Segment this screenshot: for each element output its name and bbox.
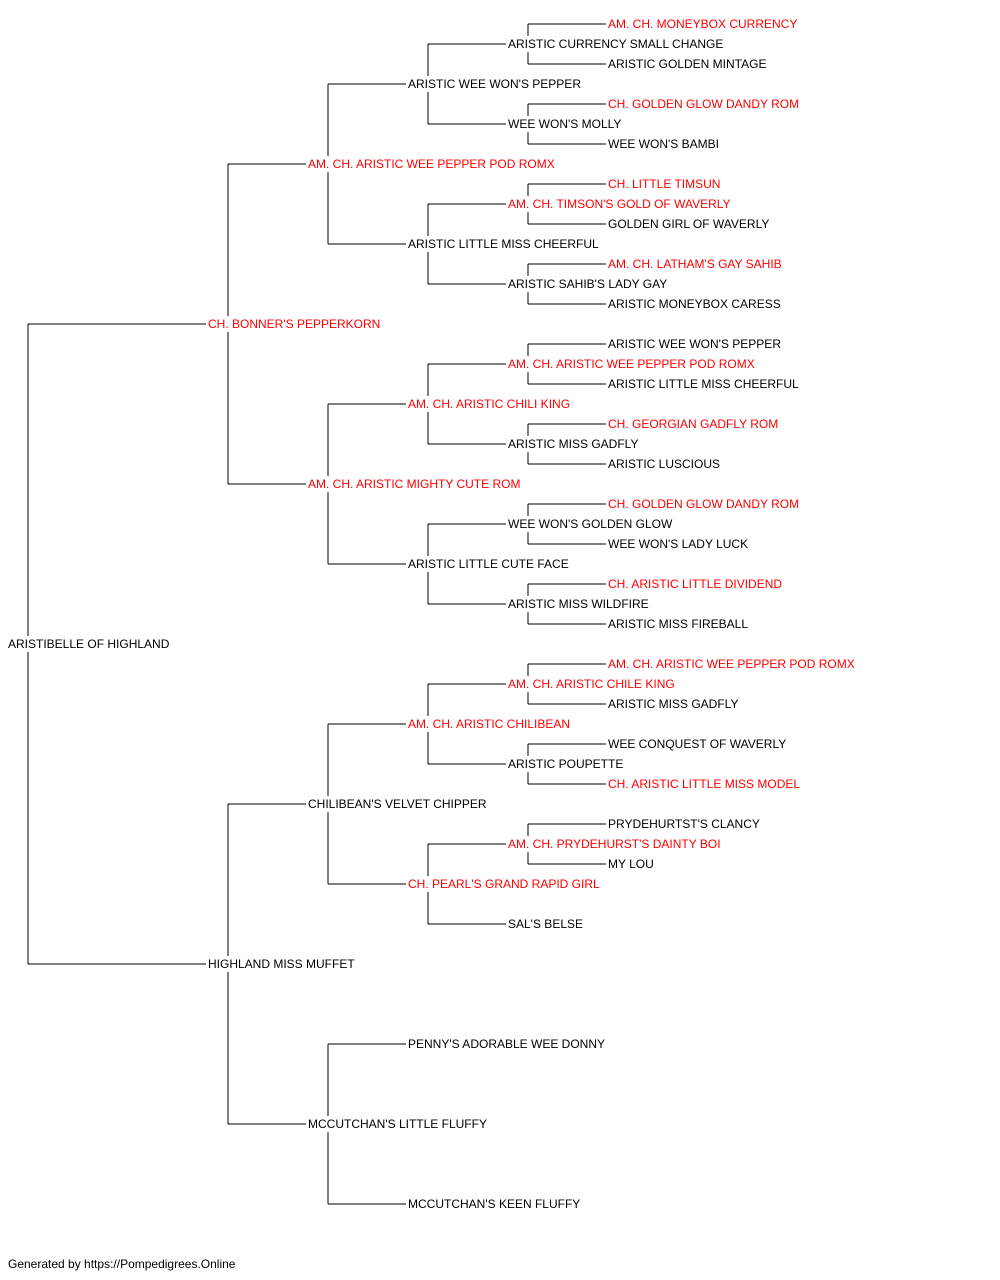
dog-name: ARISTIBELLE OF HIGHLAND [6,637,172,651]
dog-name: ARISTIC WEE WON'S PEPPER [606,337,783,351]
dog-name: AM. CH. ARISTIC CHILE KING [506,677,677,691]
dog-name: ARISTIC MISS FIREBALL [606,617,751,631]
dog-name: AM. CH. ARISTIC WEE PEPPER POD ROMX [306,157,557,171]
dog-name: WEE WON'S LADY LUCK [606,537,751,551]
dog-name: ARISTIC POUPETTE [506,757,626,771]
generated-by-footer: Generated by https://Pompedigrees.Online [8,1257,236,1271]
dog-name: ARISTIC CURRENCY SMALL CHANGE [506,37,726,51]
dog-name: CH. ARISTIC LITTLE DIVIDEND [606,577,785,591]
dog-name: CH. GOLDEN GLOW DANDY ROM [606,97,802,111]
dog-name: CH. GEORGIAN GADFLY ROM [606,417,781,431]
dog-name: AM. CH. ARISTIC CHILI KING [406,397,573,411]
dog-name: AM. CH. ARISTIC MIGHTY CUTE ROM [306,477,523,491]
dog-name: CH. LITTLE TIMSUN [606,177,723,191]
dog-name: AM. CH. TIMSON'S GOLD OF WAVERLY [506,197,733,211]
dog-name: ARISTIC MONEYBOX CARESS [606,297,783,311]
dog-name: CHILIBEAN'S VELVET CHIPPER [306,797,489,811]
dog-name: MCCUTCHAN'S KEEN FLUFFY [406,1197,583,1211]
dog-name: PRYDEHURTST'S CLANCY [606,817,762,831]
dog-name: WEE CONQUEST OF WAVERLY [606,737,789,751]
dog-name: ARISTIC MISS WILDFIRE [506,597,651,611]
dog-name: HIGHLAND MISS MUFFET [206,957,357,971]
dog-name: SAL'S BELSE [506,917,585,931]
dog-name: WEE WON'S MOLLY [506,117,624,131]
dog-name: AM. CH. PRYDEHURST'S DAINTY BOI [506,837,723,851]
dog-name: AM. CH. ARISTIC CHILIBEAN [406,717,573,731]
dog-name: ARISTIC MISS GADFLY [506,437,641,451]
dog-name: PENNY'S ADORABLE WEE DONNY [406,1037,608,1051]
dog-name: WEE WON'S GOLDEN GLOW [506,517,675,531]
dog-name: MCCUTCHAN'S LITTLE FLUFFY [306,1117,489,1131]
dog-name: AM. CH. MONEYBOX CURRENCY [606,17,800,31]
dog-name: MY LOU [606,857,656,871]
dog-name: CH. PEARL'S GRAND RAPID GIRL [406,877,602,891]
dog-name: ARISTIC LITTLE MISS CHEERFUL [606,377,801,391]
dog-name: ARISTIC WEE WON'S PEPPER [406,77,583,91]
dog-name: AM. CH. ARISTIC WEE PEPPER POD ROMX [506,357,757,371]
dog-name: ARISTIC LUSCIOUS [606,457,723,471]
dog-name: ARISTIC SAHIB'S LADY GAY [506,277,670,291]
dog-name: ARISTIC LITTLE MISS CHEERFUL [406,237,601,251]
dog-name: ARISTIC MISS GADFLY [606,697,741,711]
dog-name: CH. BONNER'S PEPPERKORN [206,317,383,331]
dog-name: AM. CH. ARISTIC WEE PEPPER POD ROMX [606,657,857,671]
dog-name: ARISTIC LITTLE CUTE FACE [406,557,571,571]
dog-name: WEE WON'S BAMBI [606,137,721,151]
dog-name: AM. CH. LATHAM'S GAY SAHIB [606,257,784,271]
dog-name: CH. GOLDEN GLOW DANDY ROM [606,497,802,511]
dog-name: CH. ARISTIC LITTLE MISS MODEL [606,777,803,791]
dog-name: ARISTIC GOLDEN MINTAGE [606,57,769,71]
dog-name: GOLDEN GIRL OF WAVERLY [606,217,772,231]
